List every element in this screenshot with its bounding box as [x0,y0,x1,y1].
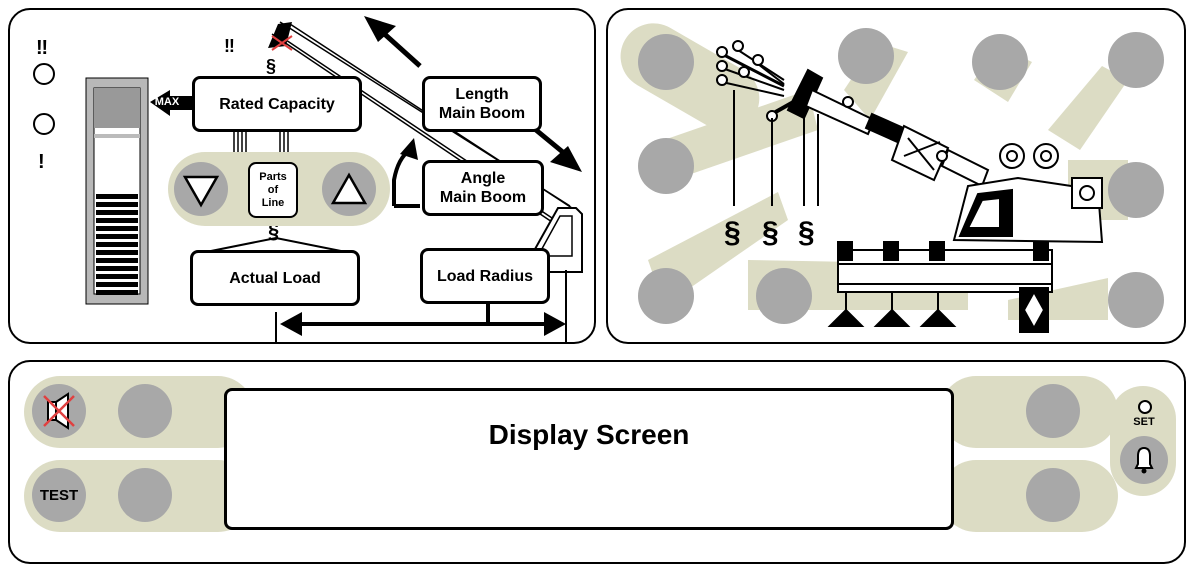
config-button-2[interactable] [838,28,894,84]
crane-illustration [716,40,1104,244]
bar-segment [96,194,138,199]
single-warning-icon: ! [38,151,45,173]
config-button-1[interactable] [638,34,694,90]
display-right-button-2[interactable] [1026,468,1080,522]
warning-lamp-top [33,63,55,85]
test-label: TEST [39,486,79,504]
bar-segment [96,202,138,207]
config-buttons [638,28,1164,328]
bell-icon [1134,446,1154,474]
load-bar-graph [85,77,149,305]
bar-segment [96,210,138,215]
svg-text:§: § [266,56,276,76]
config-button-6[interactable] [1108,162,1164,218]
set-lamp [1138,400,1152,414]
bar-segment [96,234,138,239]
svg-text:‼: ‼ [224,36,235,56]
display-right-button-1[interactable] [1026,384,1080,438]
config-button-5[interactable] [638,138,694,194]
svg-text:§: § [762,216,779,249]
bar-segment [96,258,138,263]
radius-arrow [275,302,566,342]
config-button-9[interactable] [1108,272,1164,328]
display-screen-title: Display Screen [488,419,690,450]
test-button[interactable]: TEST [32,468,86,522]
bar-segments [96,194,138,295]
mute-button[interactable] [32,384,86,438]
svg-text:§: § [798,216,815,249]
display-screen: Display Screen [224,388,954,530]
alarm-set-button[interactable] [1120,436,1168,484]
crane-config-graphics: § § § [620,23,1164,333]
speaker-mute-icon [43,392,75,430]
config-button-7[interactable] [638,268,694,324]
max-badge: MAX [154,95,180,108]
outrigger-base [827,241,1053,333]
double-warning-icon: ‼ [36,37,48,59]
config-button-3[interactable] [972,34,1028,90]
actual-load-label: Actual Load [190,250,360,306]
config-button-4[interactable] [1108,32,1164,88]
bar-segment [96,218,138,223]
angle-main-boom-label: Angle Main Boom [422,160,544,216]
bar-segment [96,290,138,295]
display-left-button-1[interactable] [118,384,172,438]
bar-segment [96,274,138,279]
hook-icons: § § § [724,216,815,249]
set-label: SET [1133,416,1155,428]
boom-tip-hook: ‼ § [224,22,293,76]
crane-config-panel: § § § [606,8,1186,344]
svg-text:‼: ‼ [36,37,48,59]
rated-capacity-label: Rated Capacity [192,76,362,132]
load-indicator-panel: ‼ ! [8,8,596,344]
display-left-button-2[interactable] [118,468,172,522]
length-main-boom-label: Length Main Boom [422,76,542,132]
triangle-up-icon [330,172,368,205]
bar-segment [96,226,138,231]
svg-text:§: § [724,216,741,249]
config-button-8[interactable] [756,268,812,324]
bar-segment [96,250,138,255]
max-arrow [150,90,198,116]
bar-segment [96,266,138,271]
angle-arc [392,138,420,208]
decrease-parts-button[interactable] [174,162,228,216]
display-panel: TEST Display Screen SET [8,360,1186,564]
bar-segment [96,242,138,247]
bar-segment [96,282,138,287]
load-hook: § [195,221,357,255]
warning-lamp-bottom [33,113,55,135]
increase-parts-button[interactable] [322,162,376,216]
triangle-down-icon [182,175,220,208]
parts-of-line-label: Parts of Line [248,162,298,218]
load-radius-label: Load Radius [420,248,550,304]
svg-text:§: § [268,221,279,243]
length-arrow [364,16,582,172]
svg-text:!: ! [38,151,45,173]
